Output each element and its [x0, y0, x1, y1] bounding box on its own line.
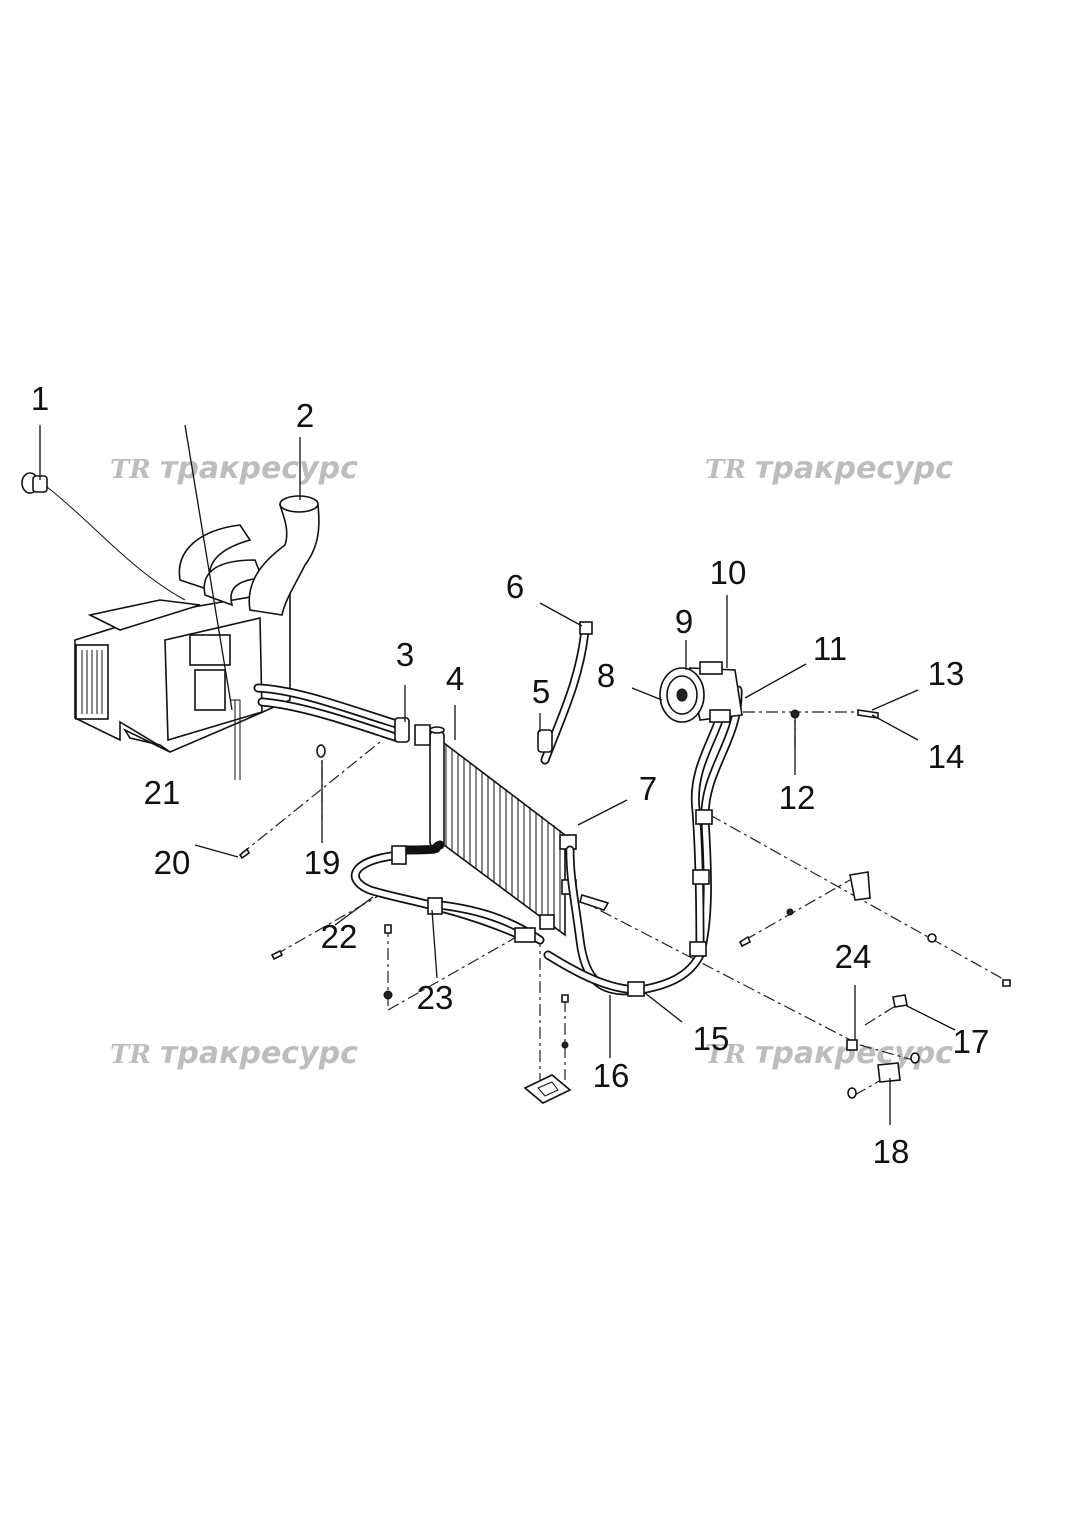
callout-19: 19 — [304, 844, 341, 881]
part-2-air-ducts — [178, 495, 320, 616]
bracket-upper — [849, 871, 871, 901]
callout-21: 21 — [144, 774, 181, 811]
part-20-bolt — [238, 847, 251, 860]
part-12-nut — [790, 709, 800, 719]
leader-lines — [39, 424, 956, 1125]
part-5-clamp — [537, 729, 553, 753]
part-4-condenser — [414, 724, 566, 937]
callout-8: 8 — [597, 657, 615, 694]
callout-15: 15 — [693, 1020, 730, 1057]
callout-5: 5 — [532, 673, 550, 710]
watermark-text: тракресурс — [755, 451, 953, 486]
callout-23: 23 — [417, 979, 454, 1016]
watermark-logo: TR — [705, 455, 746, 485]
callout-16: 16 — [593, 1057, 630, 1094]
part-18-connector — [877, 1062, 901, 1083]
watermark-bottom-left: TR тракресурс — [110, 1036, 358, 1071]
callout-2: 2 — [296, 397, 314, 434]
part-24-clip — [846, 1039, 858, 1051]
callout-3: 3 — [396, 636, 414, 673]
part-19-washer — [316, 744, 326, 758]
callout-10: 10 — [710, 554, 747, 591]
callout-7: 7 — [639, 770, 657, 807]
callout-14: 14 — [928, 738, 965, 775]
mounting-plate — [523, 1074, 572, 1104]
part-22-lower-pipe — [350, 840, 545, 945]
callout-11: 11 — [813, 630, 847, 667]
callout-1: 1 — [31, 380, 49, 417]
watermark-logo: TR — [110, 1040, 151, 1070]
part-16-hose-line — [543, 685, 743, 997]
watermark-logo: TR — [110, 455, 151, 485]
part-1-sensor — [21, 472, 186, 601]
watermark-text: тракресурс — [160, 1036, 358, 1071]
watermark-top-right: TR тракресурс — [705, 451, 953, 486]
watermark-text: тракресурс — [160, 451, 358, 486]
part-21-heater-unit — [74, 589, 291, 780]
callout-13: 13 — [928, 655, 965, 692]
callout-17: 17 — [953, 1023, 990, 1060]
callout-4: 4 — [446, 660, 464, 697]
watermark-logo: TR — [705, 1040, 746, 1070]
pipes-heater-to-condenser — [253, 683, 410, 743]
callout-20: 20 — [154, 844, 191, 881]
callout-24: 24 — [835, 938, 872, 975]
fasteners — [238, 709, 1011, 1104]
callout-labels: 1 2 3 4 5 6 7 8 9 10 11 12 13 14 15 16 1… — [31, 380, 990, 1170]
part-17-bolt — [892, 994, 908, 1008]
watermark-top-left: TR тракресурс — [110, 451, 358, 486]
callout-9: 9 — [675, 603, 693, 640]
watermark-bottom-right: TR тракресурс — [705, 1036, 953, 1071]
callout-12: 12 — [779, 779, 816, 816]
callout-18: 18 — [873, 1133, 910, 1170]
callout-6: 6 — [506, 568, 524, 605]
part-8-compressor — [659, 661, 743, 723]
callout-22: 22 — [321, 918, 358, 955]
